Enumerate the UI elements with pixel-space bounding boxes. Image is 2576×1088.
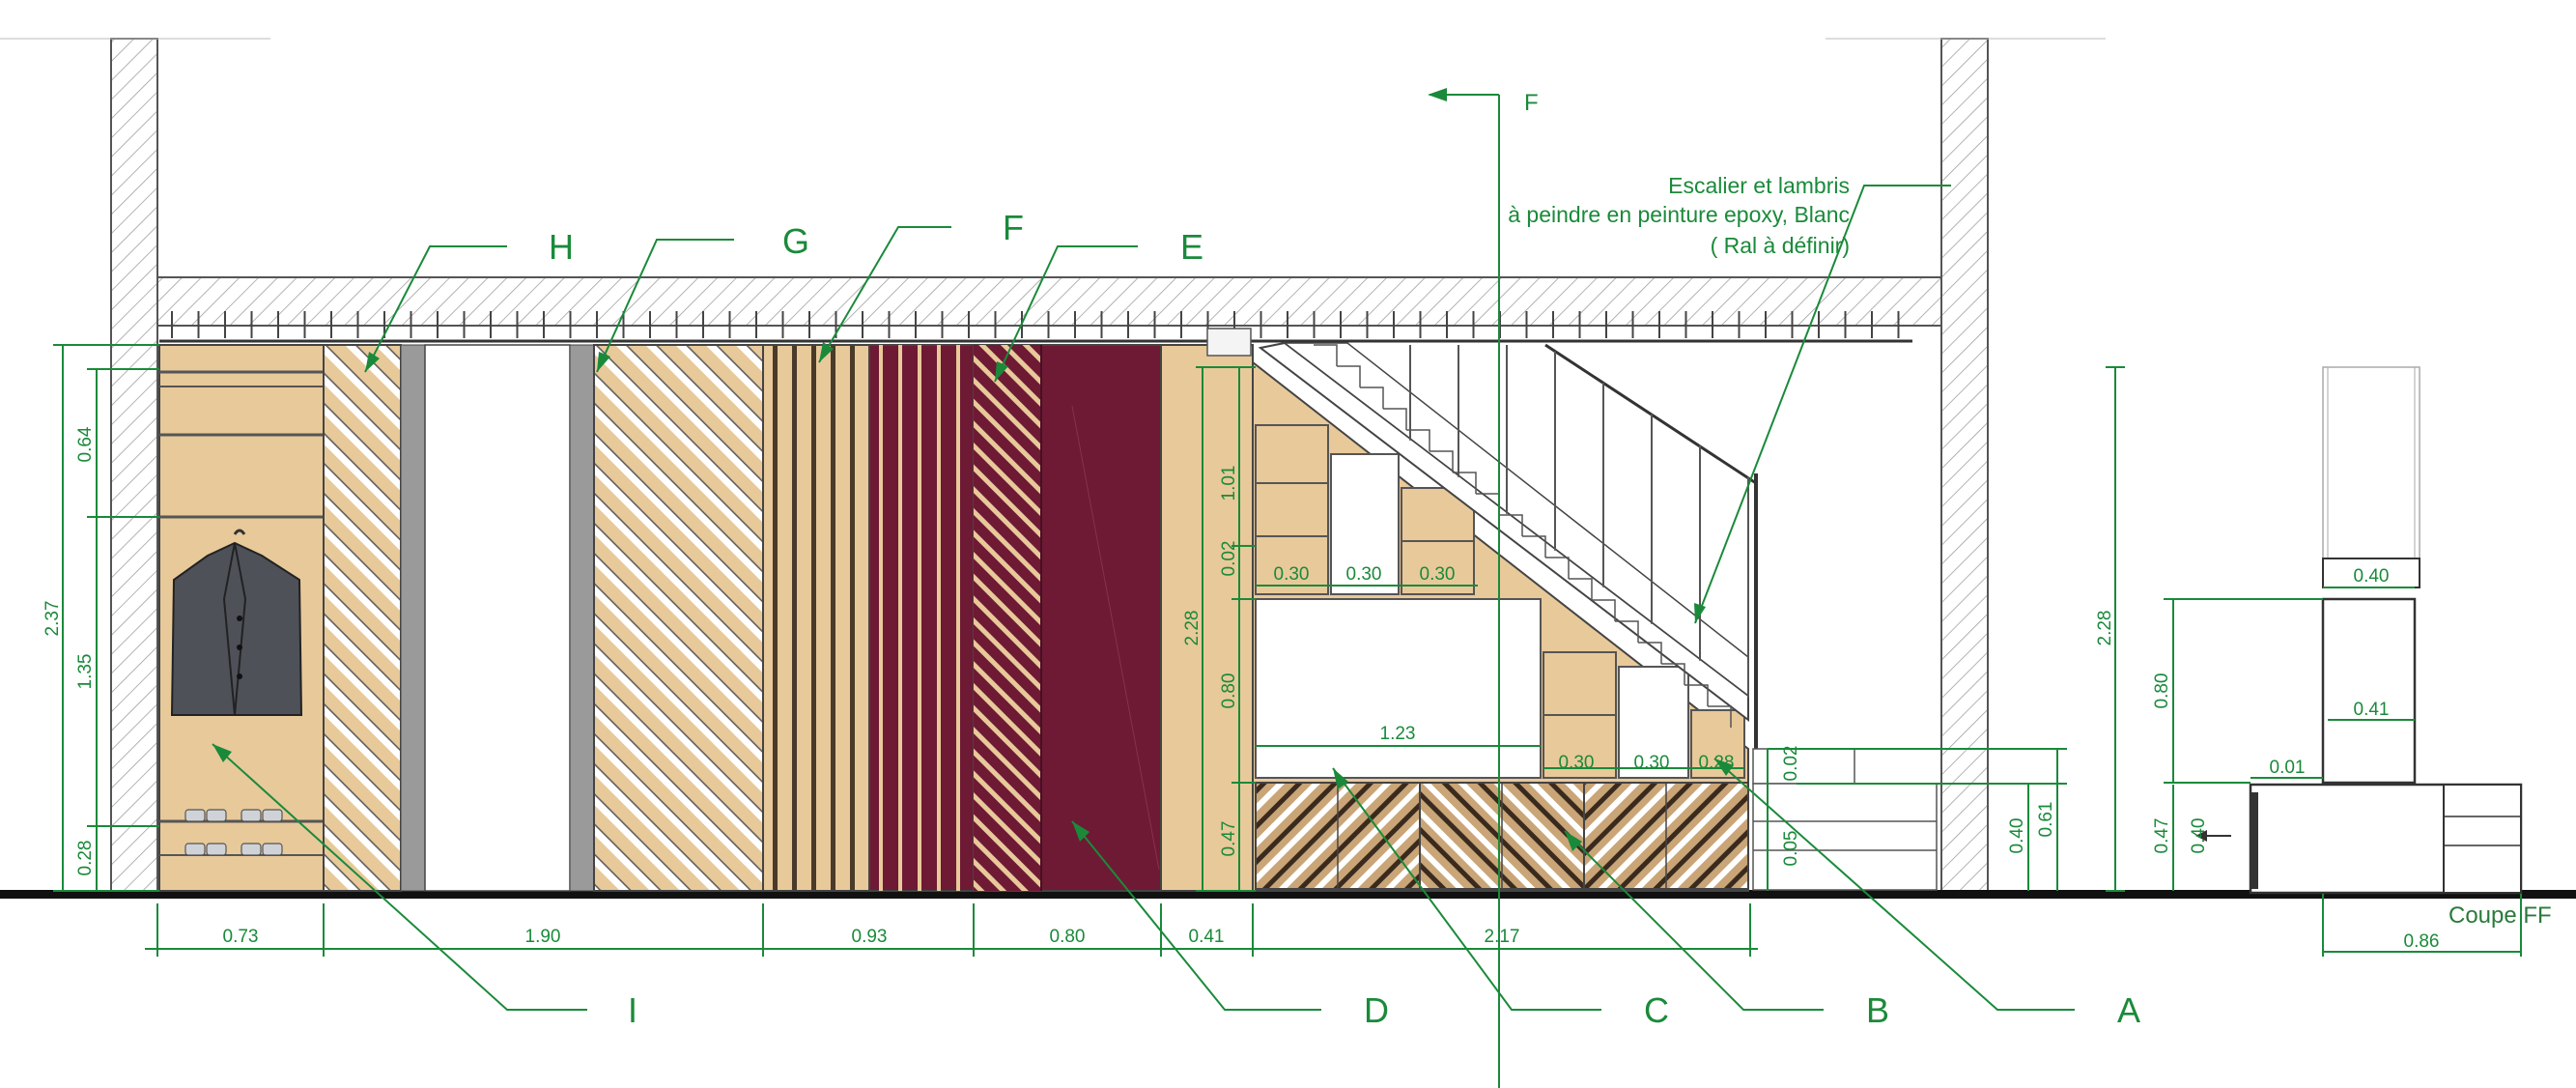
passage-opening bbox=[424, 344, 571, 892]
stair-step bbox=[1383, 408, 1407, 430]
label-e: E bbox=[1180, 227, 1203, 267]
label-c: C bbox=[1644, 990, 1669, 1030]
dim-064: 0.64 bbox=[75, 426, 96, 462]
dim-002: 0.02 bbox=[1219, 541, 1239, 577]
stair-step bbox=[1337, 365, 1361, 387]
dim-step-005: 0.05 bbox=[1781, 831, 1801, 867]
dim-135: 1.35 bbox=[75, 654, 96, 690]
dim-right-086: 0.86 bbox=[2404, 931, 2440, 952]
ceiling-studs bbox=[171, 311, 1900, 338]
dim-shelf-c: 0.30 bbox=[1420, 564, 1456, 585]
finish-note: Escalier et lambris à peindre en peintur… bbox=[1508, 173, 1850, 258]
dim-lower-c: 0.28 bbox=[1699, 753, 1735, 773]
dim-237: 2.37 bbox=[42, 601, 63, 637]
item-labels: H G F E I D C B A bbox=[549, 208, 2140, 1030]
floor-line bbox=[0, 890, 2576, 899]
stair-steps bbox=[1314, 344, 1732, 728]
stair-step bbox=[1708, 705, 1732, 728]
dim-080-stair: 0.80 bbox=[1219, 673, 1239, 709]
jacket-icon bbox=[170, 529, 303, 716]
label-g: G bbox=[782, 221, 809, 261]
left-wall bbox=[110, 38, 158, 895]
note-line-1: Escalier et lambris bbox=[1668, 173, 1850, 198]
dim-step-040: 0.40 bbox=[2007, 818, 2027, 854]
panel-g bbox=[569, 344, 764, 892]
dim-123: 1.23 bbox=[1380, 724, 1416, 744]
dim-lower-b: 0.30 bbox=[1634, 753, 1670, 773]
section-line-f: F bbox=[1428, 88, 1539, 1088]
stair-step bbox=[1430, 450, 1454, 472]
stair-step bbox=[1592, 599, 1616, 621]
dim-228: 2.28 bbox=[1182, 611, 1203, 646]
dim-right-228: 2.28 bbox=[2095, 611, 2115, 646]
stair-step bbox=[1499, 514, 1523, 536]
dim-right-047: 0.47 bbox=[2152, 818, 2172, 854]
bottom-dimension-chain: 0.73 1.90 0.93 0.80 0.41 2.17 bbox=[145, 903, 1758, 957]
label-d: D bbox=[1364, 990, 1389, 1030]
dim-028: 0.28 bbox=[75, 841, 96, 876]
stair-step bbox=[1661, 663, 1685, 685]
stair-step bbox=[1545, 557, 1570, 579]
label-f: F bbox=[1003, 208, 1024, 247]
stair-step bbox=[1406, 429, 1430, 451]
left-dimensions: 2.37 0.64 1.35 0.28 bbox=[42, 344, 159, 892]
stair-step bbox=[1684, 684, 1709, 706]
dim-step-061: 0.61 bbox=[2036, 802, 2056, 838]
panel-h bbox=[323, 344, 402, 892]
staircase bbox=[1252, 341, 1758, 892]
dim-right-041: 0.41 bbox=[2354, 700, 2390, 720]
stair-balusters bbox=[1409, 345, 1749, 698]
wardrobe-i bbox=[158, 344, 426, 892]
dim-right-040: 0.40 bbox=[2189, 818, 2209, 854]
panel-h-edge bbox=[400, 344, 426, 892]
dim-093: 0.93 bbox=[852, 927, 888, 947]
stair-top-block bbox=[1206, 328, 1252, 357]
dim-041: 0.41 bbox=[1189, 927, 1225, 947]
section-detail bbox=[2195, 366, 2523, 895]
dim-lower-a: 0.30 bbox=[1559, 753, 1595, 773]
shoes-icon bbox=[184, 809, 283, 856]
dim-right-001: 0.01 bbox=[2270, 758, 2306, 778]
right-wall bbox=[1940, 38, 1989, 895]
section-title: Coupe FF bbox=[2449, 902, 2552, 929]
stair-step bbox=[1615, 620, 1639, 643]
label-h: H bbox=[549, 227, 574, 267]
dim-190: 1.90 bbox=[525, 927, 561, 947]
label-a: A bbox=[2117, 990, 2140, 1030]
dim-shelf-a: 0.30 bbox=[1274, 564, 1310, 585]
stair-step bbox=[1314, 344, 1338, 366]
dim-step-002: 0.02 bbox=[1781, 746, 1801, 782]
right-detail-dimensions: 2.28 0.40 0.80 0.41 0.01 0.47 0.40 0.86 … bbox=[2095, 366, 2552, 957]
open-niche bbox=[1255, 598, 1542, 779]
dim-right-080: 0.80 bbox=[2152, 673, 2172, 709]
label-b: B bbox=[1866, 990, 1889, 1030]
dim-047: 0.47 bbox=[1219, 821, 1239, 857]
dim-shelf-b: 0.30 bbox=[1346, 564, 1382, 585]
stair-step bbox=[1638, 642, 1662, 664]
stair-step bbox=[1453, 472, 1477, 494]
burgundy-panel-e bbox=[973, 344, 1162, 892]
note-line-2: à peindre en peinture epoxy, Blanc bbox=[1508, 202, 1850, 227]
leaders bbox=[212, 185, 2075, 1011]
dim-080: 0.80 bbox=[1050, 927, 1086, 947]
slatted-screen-f bbox=[762, 344, 975, 892]
ceiling-slab bbox=[156, 276, 1942, 327]
stair-dimensions: 2.28 1.01 0.02 0.80 0.47 0.30 0.30 0.30 … bbox=[1182, 366, 2067, 892]
dim-217: 2.17 bbox=[1485, 927, 1520, 947]
note-line-3: ( Ral à définir) bbox=[1711, 233, 1850, 258]
building-structure bbox=[0, 38, 2576, 899]
label-i: I bbox=[628, 990, 637, 1030]
section-mark: F bbox=[1524, 90, 1539, 116]
low-step-block bbox=[1752, 748, 1938, 891]
dim-101: 1.01 bbox=[1219, 466, 1239, 501]
stair-step bbox=[1360, 387, 1384, 409]
dim-right-040-top: 0.40 bbox=[2354, 566, 2390, 587]
stair-step bbox=[1569, 578, 1593, 600]
stair-step bbox=[1522, 535, 1546, 558]
dim-073: 0.73 bbox=[223, 927, 259, 947]
